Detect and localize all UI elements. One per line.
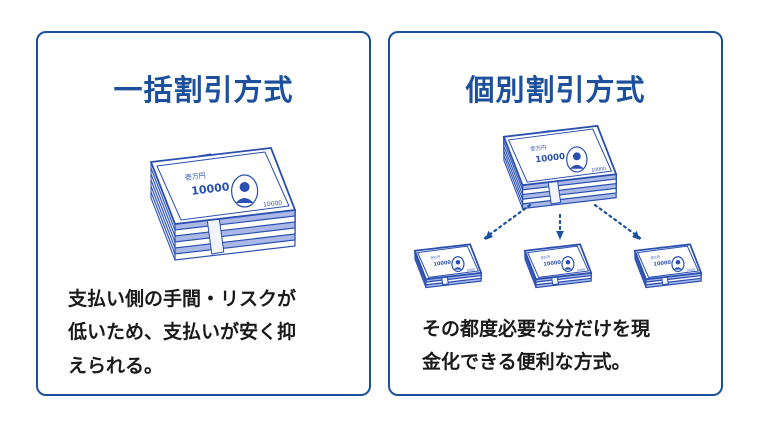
banknote-denomination: 10000 bbox=[535, 152, 566, 166]
banknote-face bbox=[633, 243, 703, 281]
lump-sum-description-line: えられる。 bbox=[68, 354, 164, 377]
lump-sum-description-line: 低いため、支払いが安く抑 bbox=[68, 321, 297, 344]
banknote-small-denomination: 10000 bbox=[466, 267, 475, 272]
banknote-header: 壱万円 bbox=[530, 143, 547, 153]
arrow-head bbox=[632, 230, 640, 240]
lump-sum-description-line: 支払い側の手間・リスクが bbox=[68, 288, 297, 310]
banknote-face bbox=[502, 124, 618, 187]
banknote-small-denomination: 10000 bbox=[576, 267, 585, 272]
split-arrows bbox=[483, 203, 642, 240]
arrow-head bbox=[556, 230, 564, 240]
banknote-face bbox=[413, 243, 483, 281]
banknote-denomination: 10000 bbox=[653, 260, 672, 268]
individual-description-line: 金化できる便利な方式。 bbox=[422, 351, 631, 374]
banknote-denomination: 10000 bbox=[433, 260, 452, 268]
arrow-head bbox=[485, 230, 493, 240]
banknote-header: 壱万円 bbox=[184, 171, 206, 182]
banknote-header: 壱万円 bbox=[430, 254, 440, 260]
lump-sum-title: 一括割引方式 bbox=[113, 73, 294, 107]
banknote-header: 壱万円 bbox=[540, 254, 550, 260]
dotted-arrow bbox=[483, 203, 532, 240]
individual-description-line: その都度必要な分だけを現 bbox=[422, 318, 651, 340]
banknote-denomination: 10000 bbox=[543, 260, 562, 268]
banknote-small-denomination: 10000 bbox=[263, 199, 283, 208]
individual-description: その都度必要な分だけを現 金化できる便利な方式。 bbox=[422, 313, 707, 380]
banknote-small-denomination: 10000 bbox=[591, 166, 606, 174]
banknote-denomination: 10000 bbox=[191, 180, 231, 198]
banknote-face bbox=[523, 243, 593, 281]
lump-sum-description: 支払い側の手間・リスクが 低いため、支払いが安く抑 えられる。 bbox=[68, 283, 355, 383]
banknote-face bbox=[149, 147, 297, 225]
individual-title: 個別割引方式 bbox=[465, 73, 646, 107]
dotted-arrow bbox=[593, 203, 642, 240]
banknote-small-denomination: 10000 bbox=[686, 267, 695, 272]
banknote-header: 壱万円 bbox=[650, 254, 660, 260]
